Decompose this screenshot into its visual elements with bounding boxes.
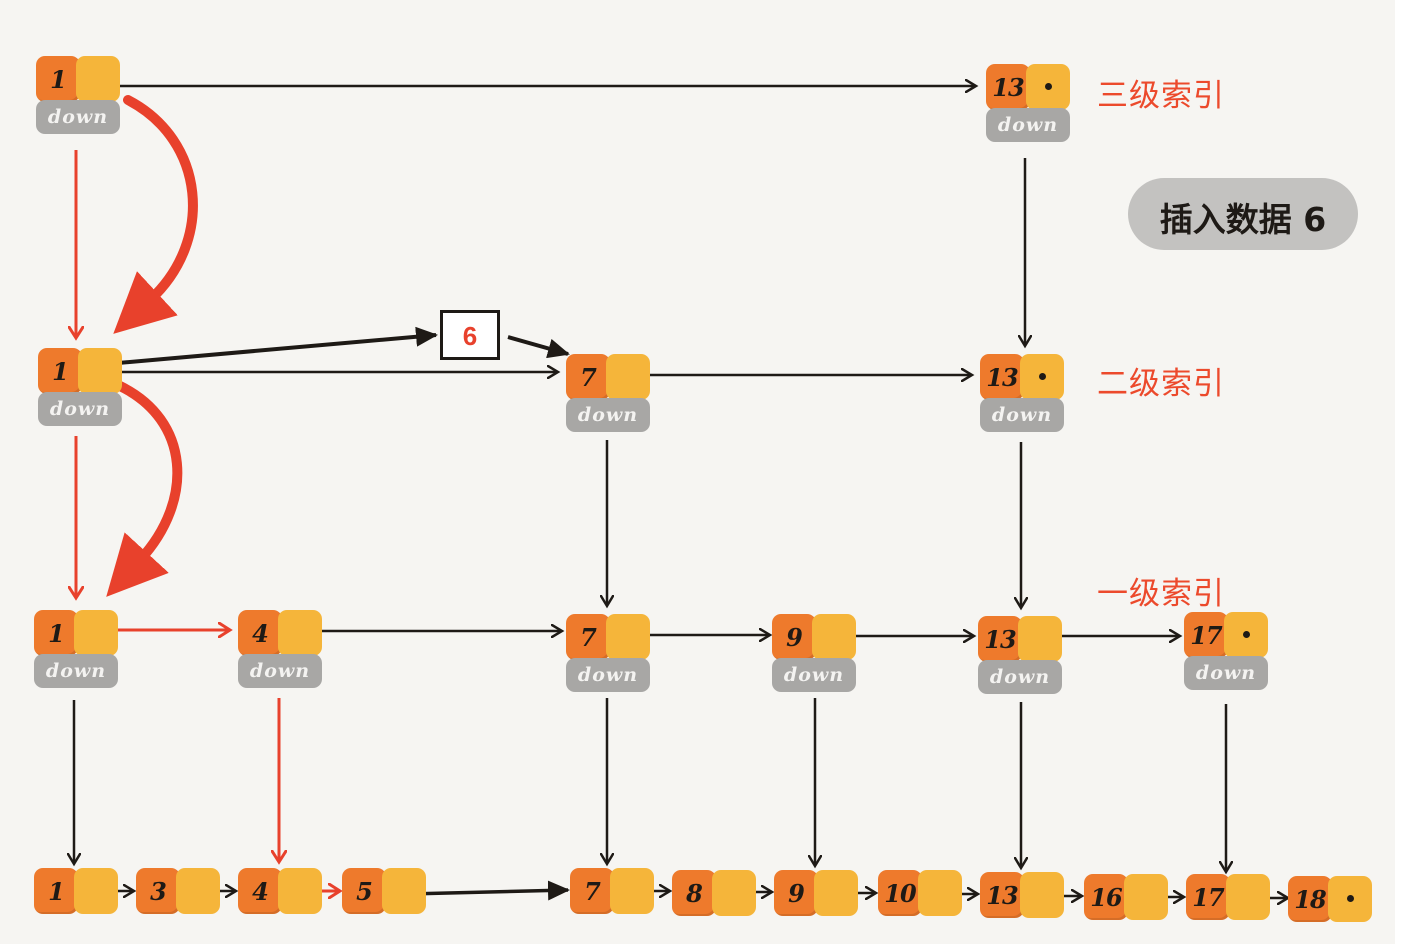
node-key: 4 [238, 868, 282, 914]
node-key: 1 [38, 348, 82, 394]
node-next [712, 870, 756, 916]
insert-caption-text: 插入数据 6 [1159, 200, 1327, 239]
big-curve-l2-to-l1 [106, 381, 183, 597]
node-next [278, 868, 322, 914]
node-next [814, 870, 858, 916]
node-down: down [980, 398, 1064, 432]
node-key: 1 [36, 56, 80, 102]
node-next [1226, 874, 1270, 920]
node-next [1224, 612, 1268, 658]
node-next [76, 56, 120, 102]
node-key: 17 [1186, 874, 1230, 920]
node-down: down [772, 658, 856, 692]
node-key: 8 [672, 870, 716, 916]
new-node-value: 6 [462, 321, 478, 351]
node-next [1328, 876, 1372, 922]
new-node-box: 6 [440, 310, 500, 360]
node-key: 13 [980, 872, 1024, 918]
node-down: down [986, 108, 1070, 142]
node-next [610, 868, 654, 914]
node-down: down [566, 658, 650, 692]
node-next [278, 610, 322, 656]
node-next [78, 348, 122, 394]
null-dot-icon [1347, 895, 1354, 902]
node-down: down [38, 392, 122, 426]
node-key: 9 [772, 614, 816, 660]
insert-arrow-6-to-7 [507, 335, 570, 359]
node-down: down [238, 654, 322, 688]
null-dot-icon [1243, 631, 1250, 638]
node-next [176, 868, 220, 914]
node-key: 13 [980, 354, 1024, 400]
node-key: 1 [34, 868, 78, 914]
null-dot-icon [1045, 83, 1052, 90]
node-next [606, 614, 650, 660]
node-down: down [1184, 656, 1268, 690]
node-next [812, 614, 856, 660]
node-down: down [978, 660, 1062, 694]
node-next [1020, 354, 1064, 400]
level3-label: 三级索引 [1097, 78, 1225, 114]
level2-label: 二级索引 [1097, 366, 1225, 402]
node-key: 9 [774, 870, 818, 916]
node-key: 5 [342, 868, 386, 914]
edge-base-5-7 [407, 880, 570, 901]
big-curve-l3-to-l2 [113, 95, 198, 334]
node-next [74, 610, 118, 656]
node-next [382, 868, 426, 914]
node-key: 1 [34, 610, 78, 656]
node-next [1020, 872, 1064, 918]
node-next [1124, 874, 1168, 920]
node-key: 10 [878, 870, 922, 916]
node-key: 13 [986, 64, 1030, 110]
node-next [606, 354, 650, 400]
node-key: 3 [136, 868, 180, 914]
insert-caption-pill: 插入数据 6 [1128, 178, 1358, 250]
node-next [74, 868, 118, 914]
node-next [1018, 616, 1062, 662]
insert-arrow-1-to-6 [117, 326, 438, 365]
node-key: 7 [566, 354, 610, 400]
node-down: down [34, 654, 118, 688]
node-next [1026, 64, 1070, 110]
node-down: down [36, 100, 120, 134]
level1-label: 一级索引 [1097, 576, 1225, 612]
node-key: 13 [978, 616, 1022, 662]
node-key: 17 [1184, 612, 1228, 658]
node-key: 7 [570, 868, 614, 914]
node-key: 18 [1288, 876, 1332, 922]
node-key: 7 [566, 614, 610, 660]
null-dot-icon [1039, 373, 1046, 380]
node-next [918, 870, 962, 916]
node-down: down [566, 398, 650, 432]
node-key: 16 [1084, 874, 1128, 920]
node-key: 4 [238, 610, 282, 656]
